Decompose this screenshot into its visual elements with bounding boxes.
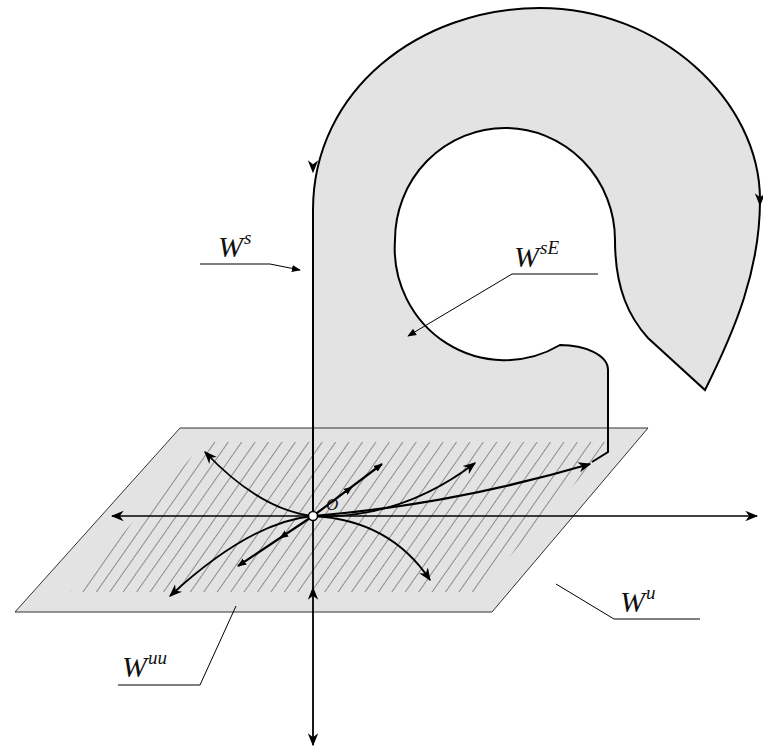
trajectory [170, 516, 313, 596]
plane-hatching [70, 442, 612, 592]
leader-line [408, 274, 598, 336]
trajectory [313, 463, 475, 516]
stable-manifold-outline [313, 8, 760, 516]
flow-arrow [313, 150, 314, 172]
unstable-orbit [313, 464, 590, 516]
trajectory [313, 516, 430, 580]
manifold-label: WsE [514, 242, 559, 272]
axis [312, 516, 314, 745]
point-label: O [326, 496, 338, 513]
flow-arrow [760, 185, 761, 205]
flow-arrow [313, 588, 314, 610]
leader-line [556, 584, 700, 619]
manifold-label: Wuu [122, 652, 167, 682]
leader-line [200, 264, 300, 270]
axis [112, 515, 757, 517]
stable-manifold-fill [313, 8, 760, 470]
manifold-label: Wu [620, 587, 656, 617]
manifold-label: Ws [218, 232, 251, 262]
strong-unstable-line [313, 464, 382, 516]
callout-leaders [118, 264, 700, 685]
strong-unstable-line [238, 516, 313, 566]
equilibrium-point [309, 512, 318, 521]
trajectory [205, 452, 313, 516]
strong-unstable-line [313, 487, 352, 516]
unstable-plane [15, 428, 648, 612]
leader-line [118, 606, 236, 685]
